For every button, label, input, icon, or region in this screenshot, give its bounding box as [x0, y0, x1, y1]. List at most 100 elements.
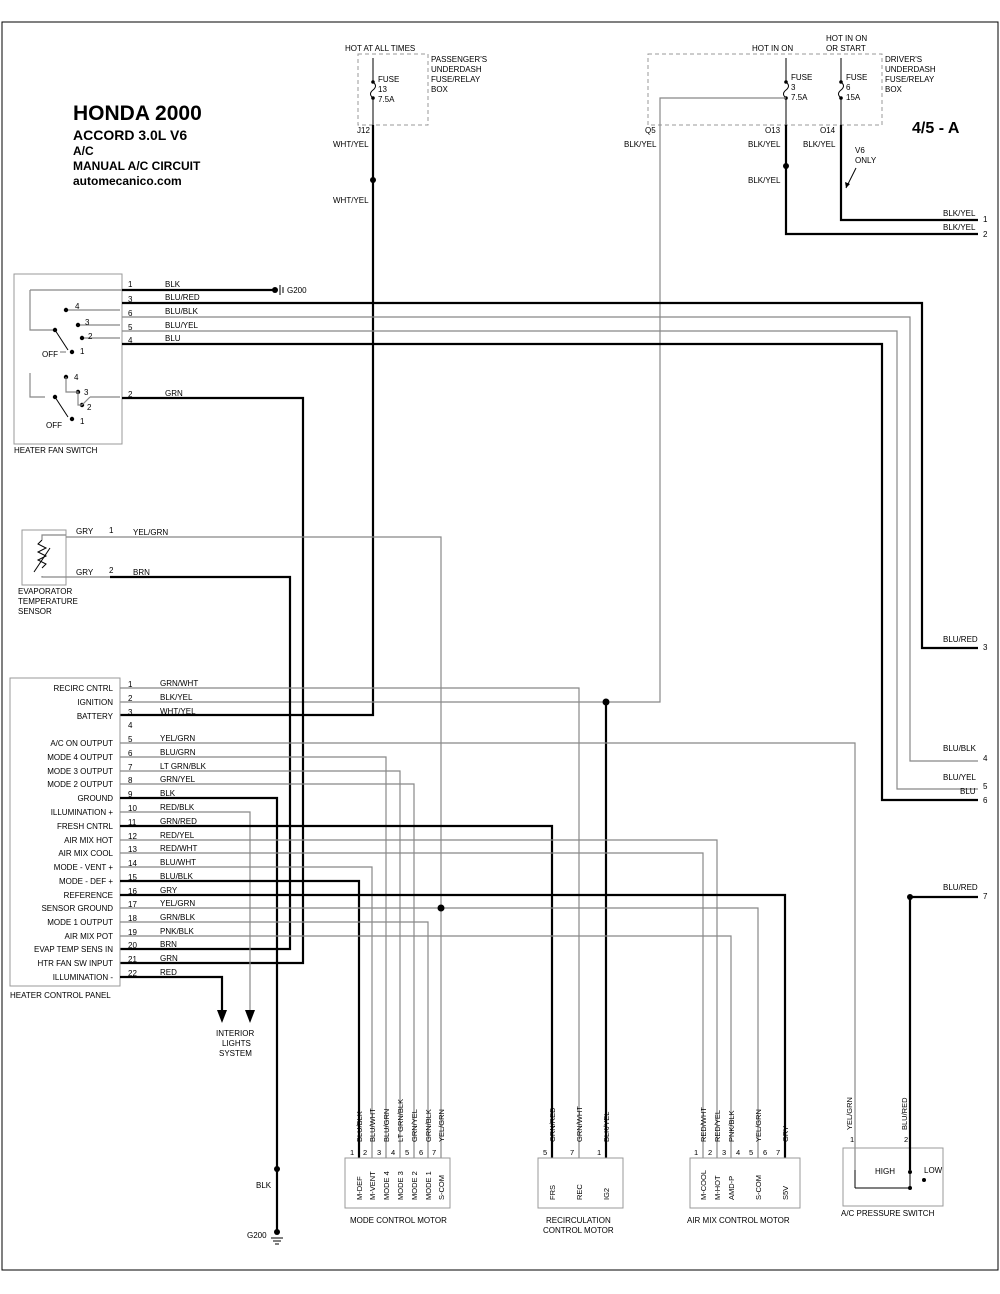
wire-label: RED/WHT	[160, 844, 197, 853]
wire-label: BLK	[256, 1181, 272, 1190]
interior-lights-label: SYSTEM	[219, 1049, 252, 1058]
switch-position: 2	[88, 332, 93, 341]
pin-number: 1	[850, 1135, 854, 1144]
wire-grn-red-fresh	[120, 824, 554, 1158]
wire-label: RED/BLK	[160, 803, 195, 812]
pin-function: FRESH CNTRL	[57, 822, 114, 831]
wire-label: LT GRN/BLK	[160, 762, 207, 771]
recirc-motor-outline	[537, 1157, 624, 1209]
wire-blu-grn-mode4	[120, 756, 387, 1158]
driver-supply-start: OR START	[826, 44, 866, 53]
wire-label: YEL/GRN	[160, 899, 195, 908]
wire-label: GRN/WHT	[575, 1106, 584, 1142]
pin-function: MODE 2 OUTPUT	[47, 780, 113, 789]
system-name: A/C	[73, 144, 94, 158]
driver-box-name: DRIVER'S	[885, 55, 922, 64]
recirc-motor-label: CONTROL MOTOR	[543, 1226, 614, 1235]
driver-box-outline	[647, 53, 883, 126]
wire-blk-yel-1	[839, 125, 978, 222]
wire-label: GRY	[160, 886, 178, 895]
evap-sensor-outline	[21, 529, 67, 586]
pin-number: 5	[405, 1148, 409, 1157]
wire-gry-reference	[120, 893, 787, 1158]
wire-label: BLK/YEL	[624, 140, 657, 149]
wire-label: WHT/YEL	[333, 140, 369, 149]
pin-function: SENSOR GROUND	[41, 904, 113, 913]
wire-label: BRN	[160, 940, 177, 949]
pin-number: 4	[128, 721, 133, 730]
pin-function: MODE 1 OUTPUT	[47, 918, 113, 927]
pin-number: 18	[128, 914, 137, 923]
pin-function: ILLUMINATION -	[53, 973, 114, 982]
wire-label: GRN/YEL	[160, 775, 196, 784]
wire-label: GRN/YEL	[410, 1109, 419, 1142]
pin-number: 13	[128, 845, 137, 854]
arrow-down-icon	[245, 1010, 255, 1023]
pin-function: S-COM	[437, 1175, 446, 1200]
pin-number: 3	[722, 1148, 726, 1157]
passenger-supply-label: HOT AT ALL TIMES	[345, 44, 415, 53]
wire-red-blk-illum	[120, 811, 251, 1010]
wire-red-yel-hot	[120, 839, 718, 1158]
pin-function: S-COM	[754, 1175, 763, 1200]
airmix-motor-outline	[689, 1157, 801, 1209]
pin-number: 9	[128, 790, 133, 799]
pin-function: IG2	[602, 1188, 611, 1200]
thermistor-icon	[36, 539, 48, 569]
diagram-title: HONDA 2000	[73, 102, 202, 125]
pin-number: 5	[749, 1148, 753, 1157]
ground-icon	[271, 1237, 283, 1245]
fuse-3-rating: 7.5A	[791, 93, 808, 102]
wire-label: PNK/BLK	[727, 1110, 736, 1142]
wire-label: BLK/YEL	[748, 176, 781, 185]
pin-function: RECIRC CNTRL	[53, 684, 113, 693]
wire-label: GRY	[76, 527, 94, 536]
wire-label: BLU/BLK	[165, 307, 199, 316]
evaporator-temperature-sensor: EVAPORATOR TEMPERATURE SENSOR GRY GRY 1 …	[18, 526, 168, 616]
offpage-wire: BLK/YEL	[943, 223, 976, 232]
ground-label-g200: G200	[287, 286, 307, 295]
offpage-number: 5	[983, 782, 988, 791]
wire-label: YEL/GRN	[133, 528, 168, 537]
pin-number: 1	[128, 280, 133, 289]
wire-blu-blk-4	[122, 316, 978, 762]
pin-number: 14	[128, 859, 137, 868]
wire-lt-grn-blk-mode3	[120, 770, 401, 1158]
wire-grn-blk-mode1	[120, 921, 429, 1158]
wire-yel-grn-sensor	[110, 536, 442, 1158]
pin-function: REFERENCE	[64, 891, 113, 900]
recirculation-control-motor: RECIRCULATION CONTROL MOTOR GRN/RED5FRSG…	[537, 1106, 624, 1235]
page-frame	[1, 21, 999, 1271]
offpage-wire: BLU/RED	[943, 883, 978, 892]
pin-number: 3	[377, 1148, 381, 1157]
wire-label: YEL/GRN	[160, 734, 195, 743]
pin-number: 16	[128, 887, 137, 896]
pin-function: AIR MIX POT	[65, 932, 114, 941]
fuse-13-rating: 7.5A	[378, 95, 395, 104]
wire-label: RED/YEL	[713, 1110, 722, 1142]
wire-label: WHT/YEL	[333, 196, 369, 205]
offpage-number: 2	[983, 230, 988, 239]
switch-position: 4	[74, 373, 79, 382]
pressure-switch-outline	[842, 1147, 944, 1207]
wire-pnk-blk-pot	[120, 935, 732, 1158]
pin-function: M-COOL	[699, 1170, 708, 1200]
wire-blu-wht-vent	[120, 866, 373, 1158]
fuse-6-rating: 15A	[846, 93, 861, 102]
wire-label: GRY	[781, 1126, 790, 1142]
switch-position: 1	[80, 347, 85, 356]
